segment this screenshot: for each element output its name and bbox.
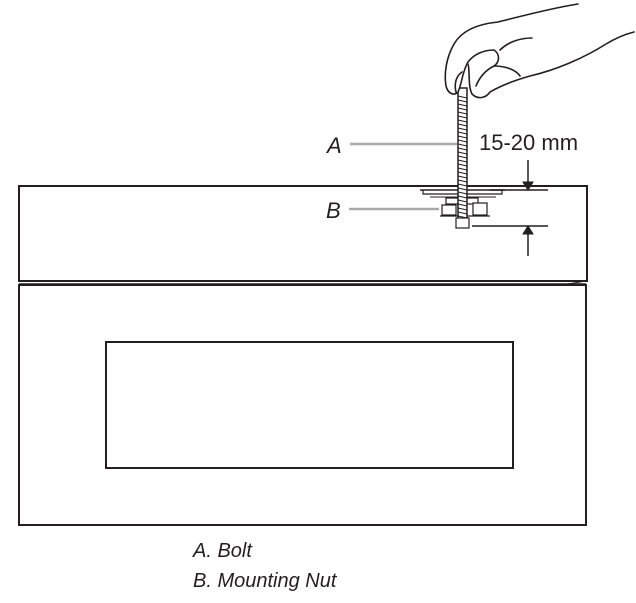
callout-b-label: B	[326, 198, 341, 223]
dimension-markers	[472, 160, 548, 256]
dimension-label: 15-20 mm	[479, 130, 578, 155]
callout-a-label: A	[325, 133, 342, 158]
legend-item-mounting-nut: B. Mounting Nut	[193, 570, 337, 592]
panel-corner-detail	[567, 280, 587, 285]
bolt	[455, 87, 470, 229]
legend-item-bolt: A. Bolt	[193, 540, 252, 562]
door-window	[105, 341, 514, 469]
hand-illustration	[444, 3, 635, 99]
legend: A. Bolt B. Mounting Nut	[193, 536, 336, 596]
cabinet-top-panel	[18, 185, 588, 282]
